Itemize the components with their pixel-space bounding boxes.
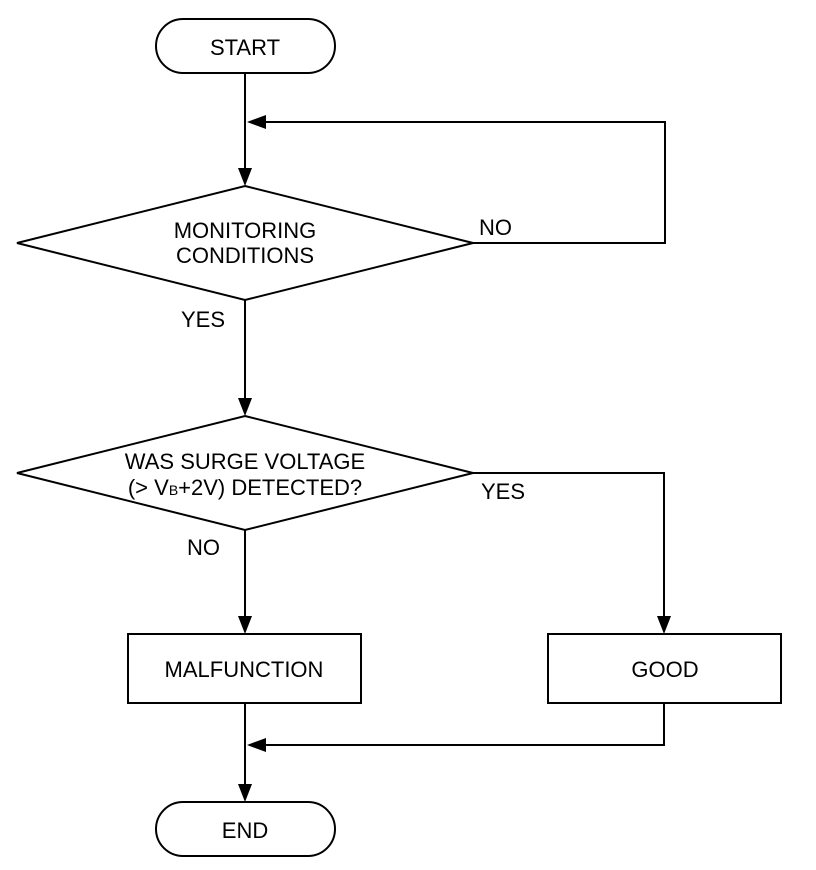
decision1-yes-label: YES: [181, 307, 225, 332]
arrowhead-merge: [247, 738, 266, 752]
end-label: END: [222, 818, 268, 843]
good-label: GOOD: [631, 657, 698, 682]
arrowhead-good-in: [657, 616, 671, 634]
decision1-no-label: NO: [479, 215, 512, 240]
connector-decision1-no-loop: [262, 121, 666, 244]
decision2-text-line2: (> VB+2V) DETECTED?: [128, 475, 362, 500]
connector-decision2-yes-to-good: [473, 472, 665, 620]
decision2-text-subscript: B: [169, 482, 178, 498]
decision1-text-line2: CONDITIONS: [176, 243, 314, 268]
end-terminal: [155, 801, 336, 857]
arrowhead-malfunction-in: [238, 616, 252, 634]
connector-good-merge: [262, 703, 665, 746]
decision2-text-prefix: (> V: [128, 475, 169, 500]
arrowhead-loop-back: [247, 115, 266, 129]
decision2-text-line1: WAS SURGE VOLTAGE: [125, 449, 365, 474]
arrowhead-decision2-in: [238, 398, 252, 416]
decision2-text-suffix: +2V) DETECTED?: [178, 475, 362, 500]
malfunction-label: MALFUNCTION: [165, 657, 324, 682]
decision2-yes-label: YES: [481, 479, 525, 504]
arrowhead-end-in: [238, 784, 252, 802]
decision2-no-label: NO: [187, 535, 220, 560]
decision1-text-line1: MONITORING: [174, 218, 317, 243]
arrowhead-decision1-in: [238, 168, 252, 186]
start-label: START: [210, 35, 280, 60]
